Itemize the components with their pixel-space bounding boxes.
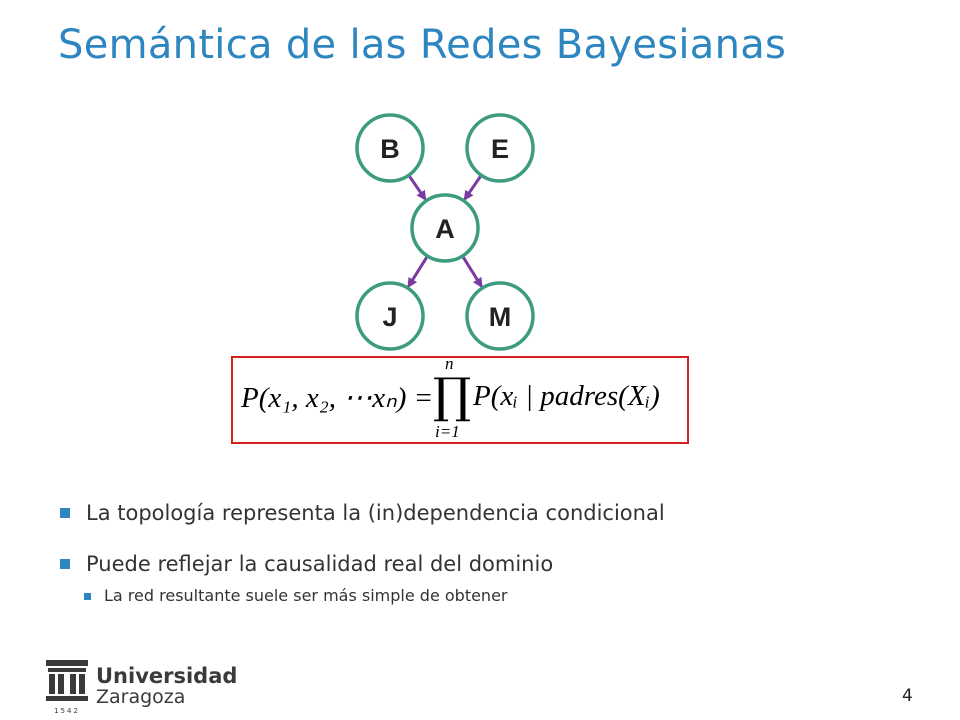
bullet-item: La topología representa la (in)dependenc… bbox=[60, 496, 665, 530]
node-e bbox=[465, 113, 535, 183]
university-city: Zaragoza bbox=[96, 686, 186, 708]
node-a bbox=[410, 193, 480, 263]
formula-left-side: P(x₁, x₂, ⋯xₙ) = bbox=[241, 380, 433, 415]
network-nodes: B E A J M bbox=[355, 113, 535, 351]
page-number: 4 bbox=[902, 686, 913, 706]
product-lower-limit: i=1 bbox=[435, 422, 460, 441]
node-label-b: B bbox=[380, 134, 400, 164]
university-logo-icon: 1542 bbox=[46, 660, 88, 715]
sub-bullet-item: La red resultante suele ser más simple d… bbox=[84, 584, 665, 608]
bullet-text: Puede reflejar la causalidad real del do… bbox=[86, 552, 554, 576]
bullet-square-icon bbox=[60, 559, 70, 569]
node-label-j: J bbox=[382, 302, 397, 332]
bullet-list: La topología representa la (in)dependenc… bbox=[60, 496, 665, 608]
bullet-text: La topología representa la (in)dependenc… bbox=[86, 501, 665, 525]
formula-right-text: P(xᵢ | padres(Xᵢ) bbox=[473, 380, 660, 412]
node-b bbox=[355, 113, 425, 183]
sub-bullet-square-icon bbox=[84, 593, 91, 600]
product-upper-limit: n bbox=[445, 354, 454, 373]
sub-bullet-text: La red resultante suele ser más simple d… bbox=[104, 586, 508, 605]
bullet-item: Puede reflejar la causalidad real del do… bbox=[60, 547, 665, 581]
node-label-m: M bbox=[489, 302, 512, 332]
edge-a-m bbox=[459, 251, 483, 289]
node-label-e: E bbox=[491, 134, 509, 164]
node-j bbox=[355, 281, 425, 351]
node-m bbox=[465, 281, 535, 351]
edge-a-j bbox=[407, 251, 431, 289]
formula-left-text: P(x₁, x₂, ⋯xₙ) = bbox=[241, 382, 434, 414]
formula-right-side: P(xᵢ | padres(Xᵢ) bbox=[473, 380, 660, 413]
bullet-square-icon bbox=[60, 508, 70, 518]
node-label-a: A bbox=[435, 214, 455, 244]
logo-year: 1542 bbox=[54, 707, 80, 715]
university-name: Universidad bbox=[96, 664, 238, 688]
formula-box: P(x₁, x₂, ⋯xₙ) = n ∏ i=1 P(xᵢ | padres(X… bbox=[231, 354, 689, 444]
slide-title: Semántica de las Redes Bayesianas bbox=[58, 22, 787, 68]
product-symbol: ∏ bbox=[433, 368, 472, 424]
